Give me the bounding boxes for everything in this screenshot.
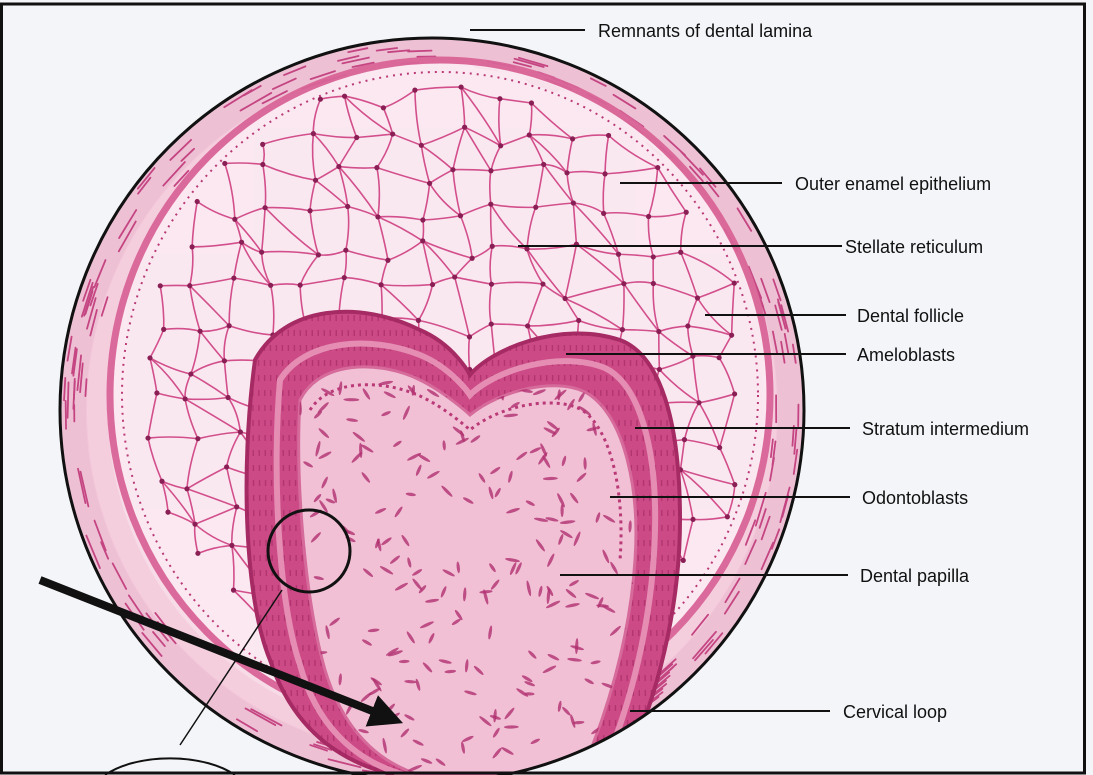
label-cervical-loop: Cervical loop — [843, 702, 947, 722]
label-stratum-intermedium: Stratum intermedium — [862, 419, 1029, 439]
label-odontoblasts: Odontoblasts — [862, 488, 968, 508]
label-ameloblasts: Ameloblasts — [857, 345, 955, 365]
dental-papilla-region — [295, 367, 647, 775]
label-remnants-dental-lamina: Remnants of dental lamina — [598, 21, 813, 41]
label-outer-enamel-epithelium: Outer enamel epithelium — [795, 174, 991, 194]
label-dental-papilla: Dental papilla — [860, 566, 970, 586]
label-stellate-reticulum: Stellate reticulum — [845, 237, 983, 257]
label-dental-follicle: Dental follicle — [857, 306, 964, 326]
